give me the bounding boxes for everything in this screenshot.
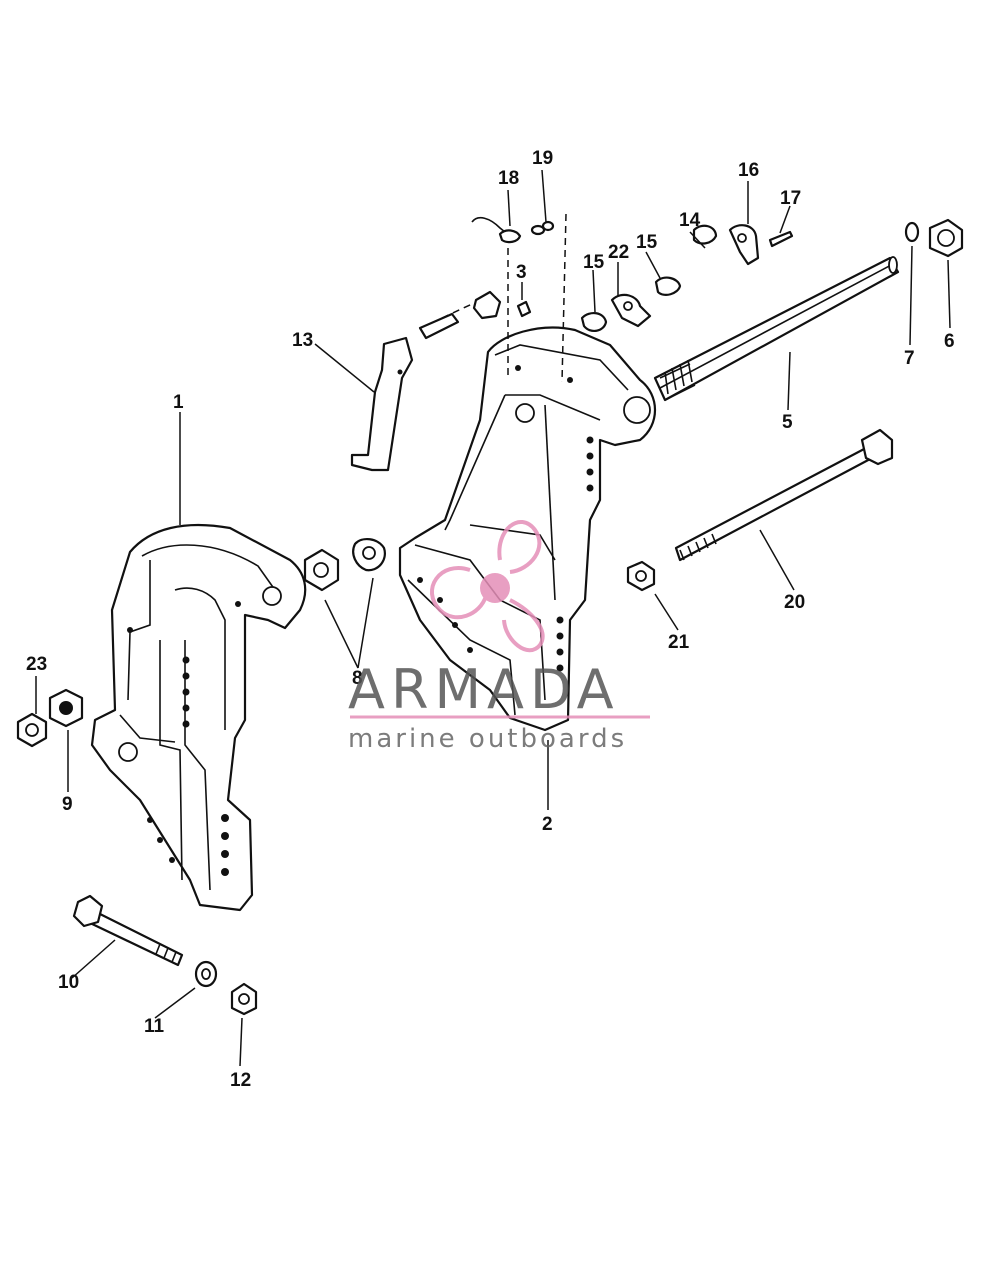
nut-9 <box>48 688 84 728</box>
callout-15a: 15 <box>583 252 605 273</box>
washer-11 <box>194 960 218 988</box>
callout-8: 8 <box>352 668 363 689</box>
callout-11: 11 <box>144 1016 165 1037</box>
watermark-tagline: marine outboards <box>348 724 627 754</box>
bolt-short <box>72 894 184 967</box>
washers-8 <box>303 538 386 592</box>
washer-7 <box>904 221 920 243</box>
nut-12 <box>230 982 258 1016</box>
callout-20: 20 <box>784 592 805 613</box>
callout-14: 14 <box>679 210 701 231</box>
small-parts-top <box>471 216 794 332</box>
callout-5: 5 <box>782 412 793 433</box>
nut-6 <box>928 218 964 258</box>
callout-1: 1 <box>173 392 184 413</box>
callout-15b: 15 <box>636 232 658 253</box>
callout-23: 23 <box>26 654 47 675</box>
callout-21: 21 <box>668 632 690 653</box>
alignment-dash-right <box>561 213 567 383</box>
callout-3: 3 <box>516 262 527 283</box>
callout-17: 17 <box>780 188 801 209</box>
alignment-dash-lever <box>441 303 473 319</box>
callout-13: 13 <box>292 330 313 351</box>
clamp-bracket-left <box>90 523 307 912</box>
callout-12: 12 <box>230 1070 251 1091</box>
callout-19: 19 <box>532 148 553 169</box>
clamp-bracket-right <box>398 326 656 732</box>
nut-23 <box>16 712 48 748</box>
callout-16: 16 <box>738 160 759 181</box>
callout-7: 7 <box>904 348 915 369</box>
tilt-tube <box>653 256 900 402</box>
nut-21 <box>626 560 656 592</box>
watermark-logo <box>429 520 545 653</box>
watermark: ARMADA marine outboards <box>348 520 650 754</box>
callout-9: 9 <box>62 794 73 815</box>
leader-lines <box>35 169 951 1067</box>
callout-18: 18 <box>498 168 519 189</box>
callout-2: 2 <box>542 814 553 835</box>
tilt-lever <box>350 312 460 472</box>
bolt-long <box>674 428 894 562</box>
watermark-brand: ARMADA <box>348 658 620 721</box>
callout-labels: 1 2 3 5 6 7 8 9 10 11 12 13 14 15 15 16 … <box>26 148 955 1091</box>
callout-6: 6 <box>944 331 955 352</box>
callout-22: 22 <box>608 242 629 263</box>
callout-10: 10 <box>58 972 79 993</box>
